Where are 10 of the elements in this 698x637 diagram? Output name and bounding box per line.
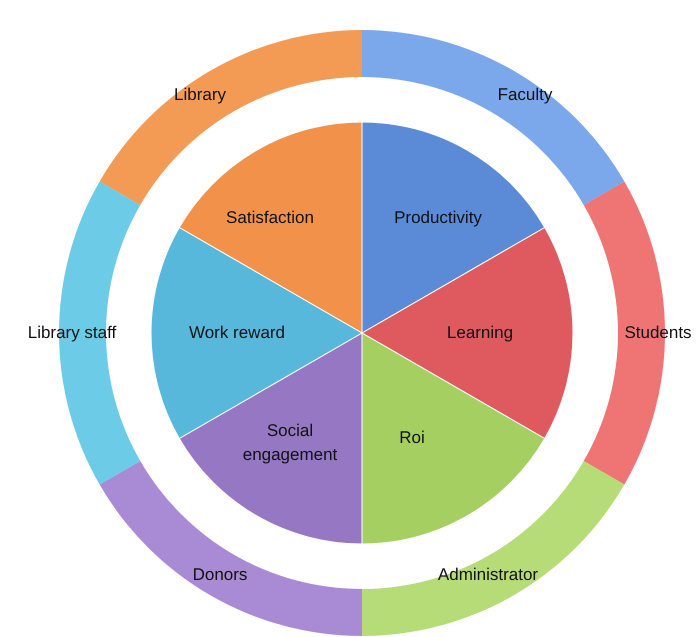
segment-label: Administrator <box>438 564 538 586</box>
segment-label: Social engagement <box>242 420 338 466</box>
segment-label: Satisfaction <box>226 207 314 229</box>
segment-label: Faculty <box>498 84 552 106</box>
segment-label: Donors <box>192 564 248 586</box>
segment-label: Work reward <box>188 322 286 344</box>
segment-label: Roi <box>399 427 425 449</box>
segment-label: Learning <box>446 322 514 344</box>
segment-label: Productivity <box>394 207 482 229</box>
segment-label: Library <box>174 84 226 106</box>
